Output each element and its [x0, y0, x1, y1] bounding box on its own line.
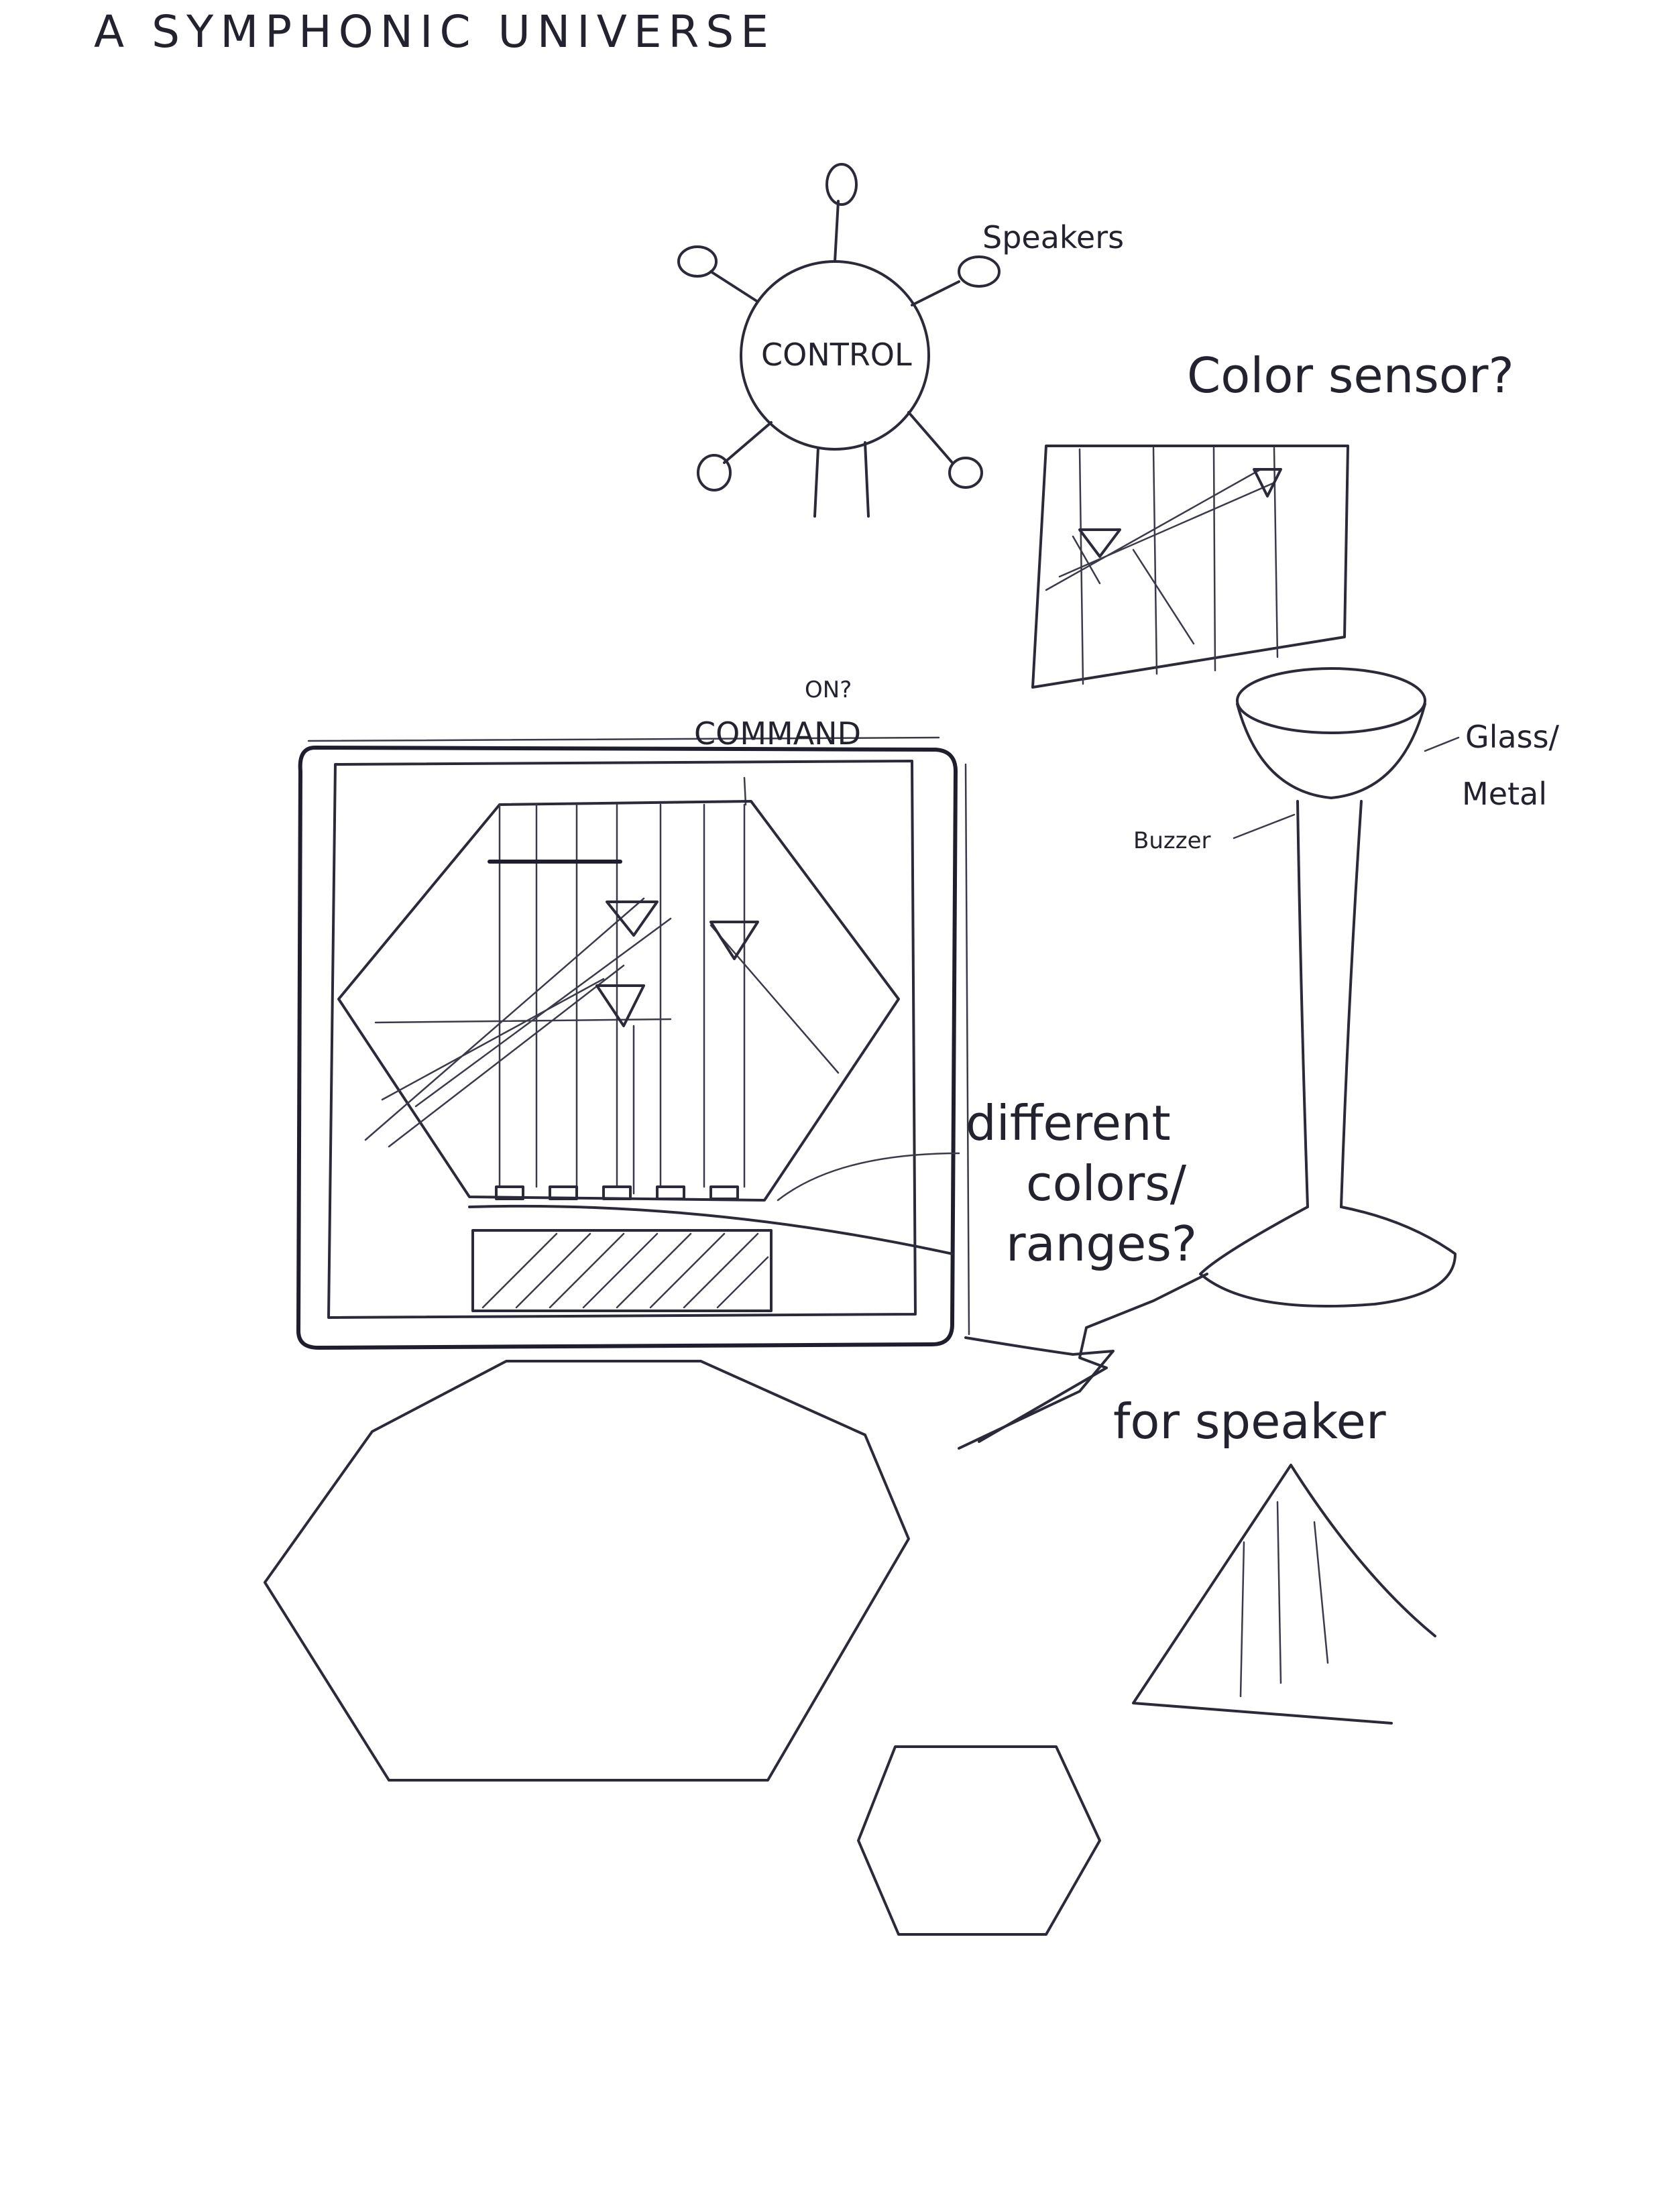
lamp-stand: Glass/ Metal Buzzer — [1133, 668, 1560, 1306]
cable-strand-1 — [959, 1338, 1113, 1448]
hatched-plate-lines — [483, 1234, 768, 1307]
control-stand-legs — [815, 443, 868, 516]
lamp-bowl — [1237, 704, 1425, 798]
buzzer-label: Buzzer — [1133, 827, 1210, 854]
different-colors-annotation: different colors/ ranges? — [778, 1095, 1197, 1272]
speaker-cable: for speaker — [959, 1274, 1386, 1450]
different-label-1: different — [966, 1095, 1171, 1151]
lamp-bowl-rim — [1237, 668, 1425, 733]
control-label: CONTROL — [761, 337, 912, 373]
speaker-bottom-right — [950, 458, 982, 487]
for-speaker-label: for speaker — [1113, 1393, 1386, 1450]
spoke-left — [711, 272, 758, 302]
speaker-right — [959, 257, 999, 286]
pyramid-outline — [1133, 1465, 1435, 1723]
speaker-top — [827, 164, 856, 205]
box-sketch-strokes — [308, 738, 969, 1334]
color-sensor-panel: Color sensor? — [1033, 347, 1514, 687]
on-command-label: ON? — [805, 677, 852, 703]
pyramid-lines — [1241, 1502, 1328, 1696]
color-sensor-triangle-2 — [1254, 469, 1281, 496]
color-sensor-strings — [1080, 448, 1277, 684]
pyramid — [1133, 1465, 1435, 1723]
sketch-title: A SYMPHONIC UNIVERSE — [94, 6, 775, 58]
box-outer — [298, 748, 956, 1348]
glass-metal-leader — [1425, 738, 1459, 751]
glass-metal-label-2: Metal — [1462, 776, 1547, 812]
control-hub-diagram: CONTROL Speakers — [679, 164, 1124, 516]
spoke-right — [912, 282, 959, 305]
color-sensor-label: Color sensor? — [1187, 347, 1514, 404]
harp-light-beams — [365, 898, 838, 1147]
buzzer-leader — [1234, 815, 1294, 838]
different-label-3: ranges? — [1006, 1216, 1197, 1272]
spoke-bottom-left — [724, 422, 771, 463]
speaker-left — [679, 247, 716, 276]
harp-triangle-1 — [607, 902, 657, 935]
glass-metal-label-1: Glass/ — [1465, 719, 1560, 755]
lamp-stem — [1298, 801, 1361, 1207]
small-hexagon — [858, 1747, 1100, 1934]
spoke-top — [835, 201, 838, 261]
command-label: COMMAND — [694, 715, 861, 752]
speaker-bottom-left — [698, 455, 730, 490]
speakers-label: Speakers — [982, 219, 1124, 255]
spoke-bottom-right — [909, 412, 952, 463]
different-label-2: colors/ — [1026, 1155, 1187, 1212]
large-hexagon — [265, 1361, 909, 1780]
different-leader — [778, 1153, 959, 1200]
box-inner — [329, 761, 915, 1318]
lamp-base — [1200, 1207, 1455, 1306]
instrument-box: ON? COMMAND — [298, 677, 969, 1348]
